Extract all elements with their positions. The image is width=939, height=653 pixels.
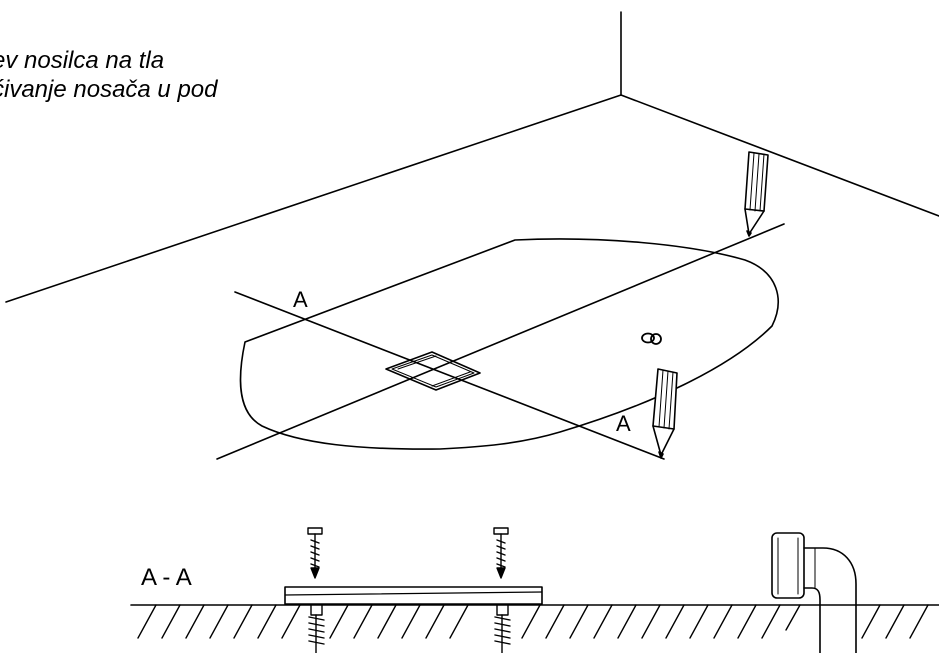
- section-marker-a-top: A: [293, 287, 308, 312]
- pencil-icon: [744, 151, 769, 237]
- caption-line-2: ćivanje nosača u pod: [0, 76, 218, 103]
- mounting-plate: [385, 351, 481, 391]
- section-marker-a-bottom: A: [616, 411, 631, 436]
- caption-block: ev nosilca na tla ćivanje nosača u pod: [0, 46, 218, 104]
- section-line-a-a: [234, 291, 665, 460]
- unit-floor-outline: [239, 238, 779, 450]
- floor-wall-edge-right: [620, 94, 939, 217]
- drain-pipe-symbol: [641, 332, 662, 345]
- mounting-bracket: [284, 586, 543, 605]
- caption-line-1: ev nosilca na tla: [0, 47, 165, 74]
- marking-line-diagonal: [216, 223, 785, 460]
- wall-anchor-icon: [308, 604, 325, 653]
- screw-icon: [493, 527, 509, 579]
- floor-wall-edge-left: [5, 94, 622, 303]
- pencil-icon: [652, 368, 678, 459]
- room-corner: [5, 11, 939, 303]
- drain-elbow-icon: [771, 532, 857, 653]
- floor-hatching: [137, 604, 929, 639]
- section-title: A - A: [141, 564, 192, 591]
- screw-icon: [307, 527, 323, 579]
- wall-anchor-icon: [494, 604, 511, 653]
